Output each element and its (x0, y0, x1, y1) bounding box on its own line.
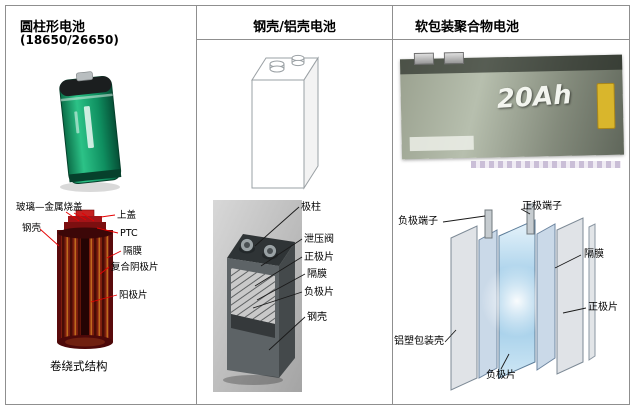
label-terminal-post: 极柱 (301, 202, 321, 213)
label-cathode-sheet: 正极片 (304, 252, 334, 263)
label-separator: 隔膜 (123, 246, 143, 257)
battery-positive-terminal (76, 71, 94, 82)
pouch-tab-right (443, 51, 465, 65)
label-separator: 隔膜 (307, 269, 327, 280)
cylindrical-illustrations (39, 71, 122, 349)
column-title: 圆柱形电池 (20, 20, 86, 35)
label-glass-metal-seal-cap: 玻璃—金属烧盖 (16, 202, 83, 213)
cylindrical-battery-photo (59, 71, 122, 192)
pouch-tab-left (413, 52, 435, 66)
pouch-case-right-layer (556, 217, 584, 375)
label-negative-terminal: 负极端子 (398, 216, 438, 227)
cutaway-caption: 卷绕式结构 (50, 359, 108, 373)
leader-lines-dark (442, 208, 587, 370)
negative-tab-shape (484, 209, 493, 239)
exploded-layers (450, 203, 596, 391)
header-underline (196, 39, 629, 40)
label-anode-sheet: 阳极片 (119, 290, 148, 301)
prismatic-illustrations (213, 54, 319, 392)
photo-caption-blurred-text (471, 161, 621, 168)
column-title: 钢壳/铝壳电池 (253, 20, 336, 35)
label-composite-cathode-sheet: 复合阴极片 (111, 262, 159, 273)
column-cylindrical: 圆柱形电池 (18650/26650) (6, 6, 196, 404)
label-cathode-sheet: 正极片 (588, 302, 618, 313)
leader-lines-red (39, 211, 122, 303)
column-prismatic: 钢壳/铝壳电池 (197, 6, 392, 404)
column-divider-1 (196, 6, 197, 404)
label-anode-sheet: 负极片 (486, 370, 516, 381)
capacity-text: 20Ah (495, 80, 573, 115)
positive-tab-shape (526, 203, 535, 235)
prismatic-outline-drawing (251, 54, 319, 190)
label-steel-case: 钢壳 (307, 312, 327, 323)
label-top-cover: 上盖 (117, 210, 137, 221)
warning-sticker (596, 82, 616, 130)
column-pouch: 软包装聚合物电池 20Ah (393, 6, 630, 404)
pouch-label-strip (409, 135, 474, 152)
label-separator: 隔膜 (584, 249, 604, 260)
label-aluminum-laminate-case: 铝塑包装壳 (394, 336, 444, 347)
pouch-exploded-diagram (442, 203, 596, 391)
pouch-case-left-layer (450, 225, 478, 391)
pouch-cell-photo: 20Ah (399, 51, 625, 160)
prismatic-cutaway-photo (213, 200, 302, 392)
cylindrical-cutaway (57, 209, 113, 349)
leader-lines-dark (252, 206, 306, 351)
figure-border (5, 5, 630, 405)
label-positive-terminal: 正极端子 (522, 201, 562, 212)
column-subtitle: (18650/26650) (20, 33, 119, 47)
column-title: 软包装聚合物电池 (415, 20, 520, 35)
separator-layer-right (536, 223, 556, 371)
label-vent-valve: 泄压阀 (304, 234, 334, 245)
column-divider-2 (392, 6, 393, 404)
label-steel-shell: 钢壳 (22, 223, 42, 234)
label-ptc: PTC (120, 228, 138, 239)
label-anode-sheet: 负极片 (304, 287, 334, 298)
outer-film-layer (588, 223, 596, 361)
